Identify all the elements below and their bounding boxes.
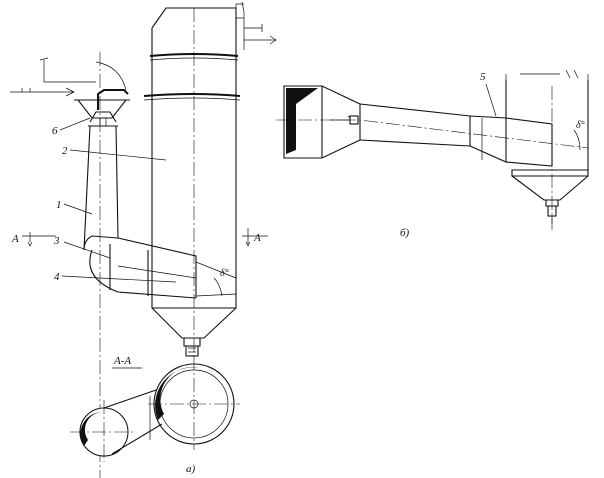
view-a: A A 6 2 1 3 4 δ° A-A	[10, 1, 277, 478]
label-5: 5	[480, 71, 486, 83]
vertical-chamber	[143, 1, 277, 300]
inclined-tube	[83, 235, 237, 299]
inclined-duct	[359, 103, 553, 167]
callouts-a: 6 2 1 3 4 δ°	[52, 117, 229, 297]
section-mark-right: A	[253, 232, 261, 244]
label-2: 2	[62, 145, 68, 157]
chamber-b	[505, 69, 589, 224]
caption-b: б)	[400, 227, 410, 239]
caption-a: a)	[186, 463, 196, 475]
section-title: A-A	[113, 355, 131, 367]
section-a-a: A-A	[70, 355, 240, 462]
mixing-head	[10, 57, 130, 126]
label-3: 3	[53, 235, 60, 247]
angle-label-b: δ°	[576, 120, 585, 131]
view-b: 5 δ° б)	[276, 69, 589, 239]
label-6: 6	[52, 125, 58, 137]
section-marks: A A	[11, 228, 268, 247]
axis-b-horizontal	[276, 119, 589, 149]
angle-label-a: δ°	[220, 268, 229, 279]
burner-housing	[283, 85, 361, 159]
label-1: 1	[56, 199, 62, 211]
section-mark-left: A	[11, 233, 19, 245]
riser-pipe	[83, 111, 119, 251]
label-4: 4	[54, 271, 60, 283]
callouts-b: 5 δ°	[480, 71, 585, 151]
